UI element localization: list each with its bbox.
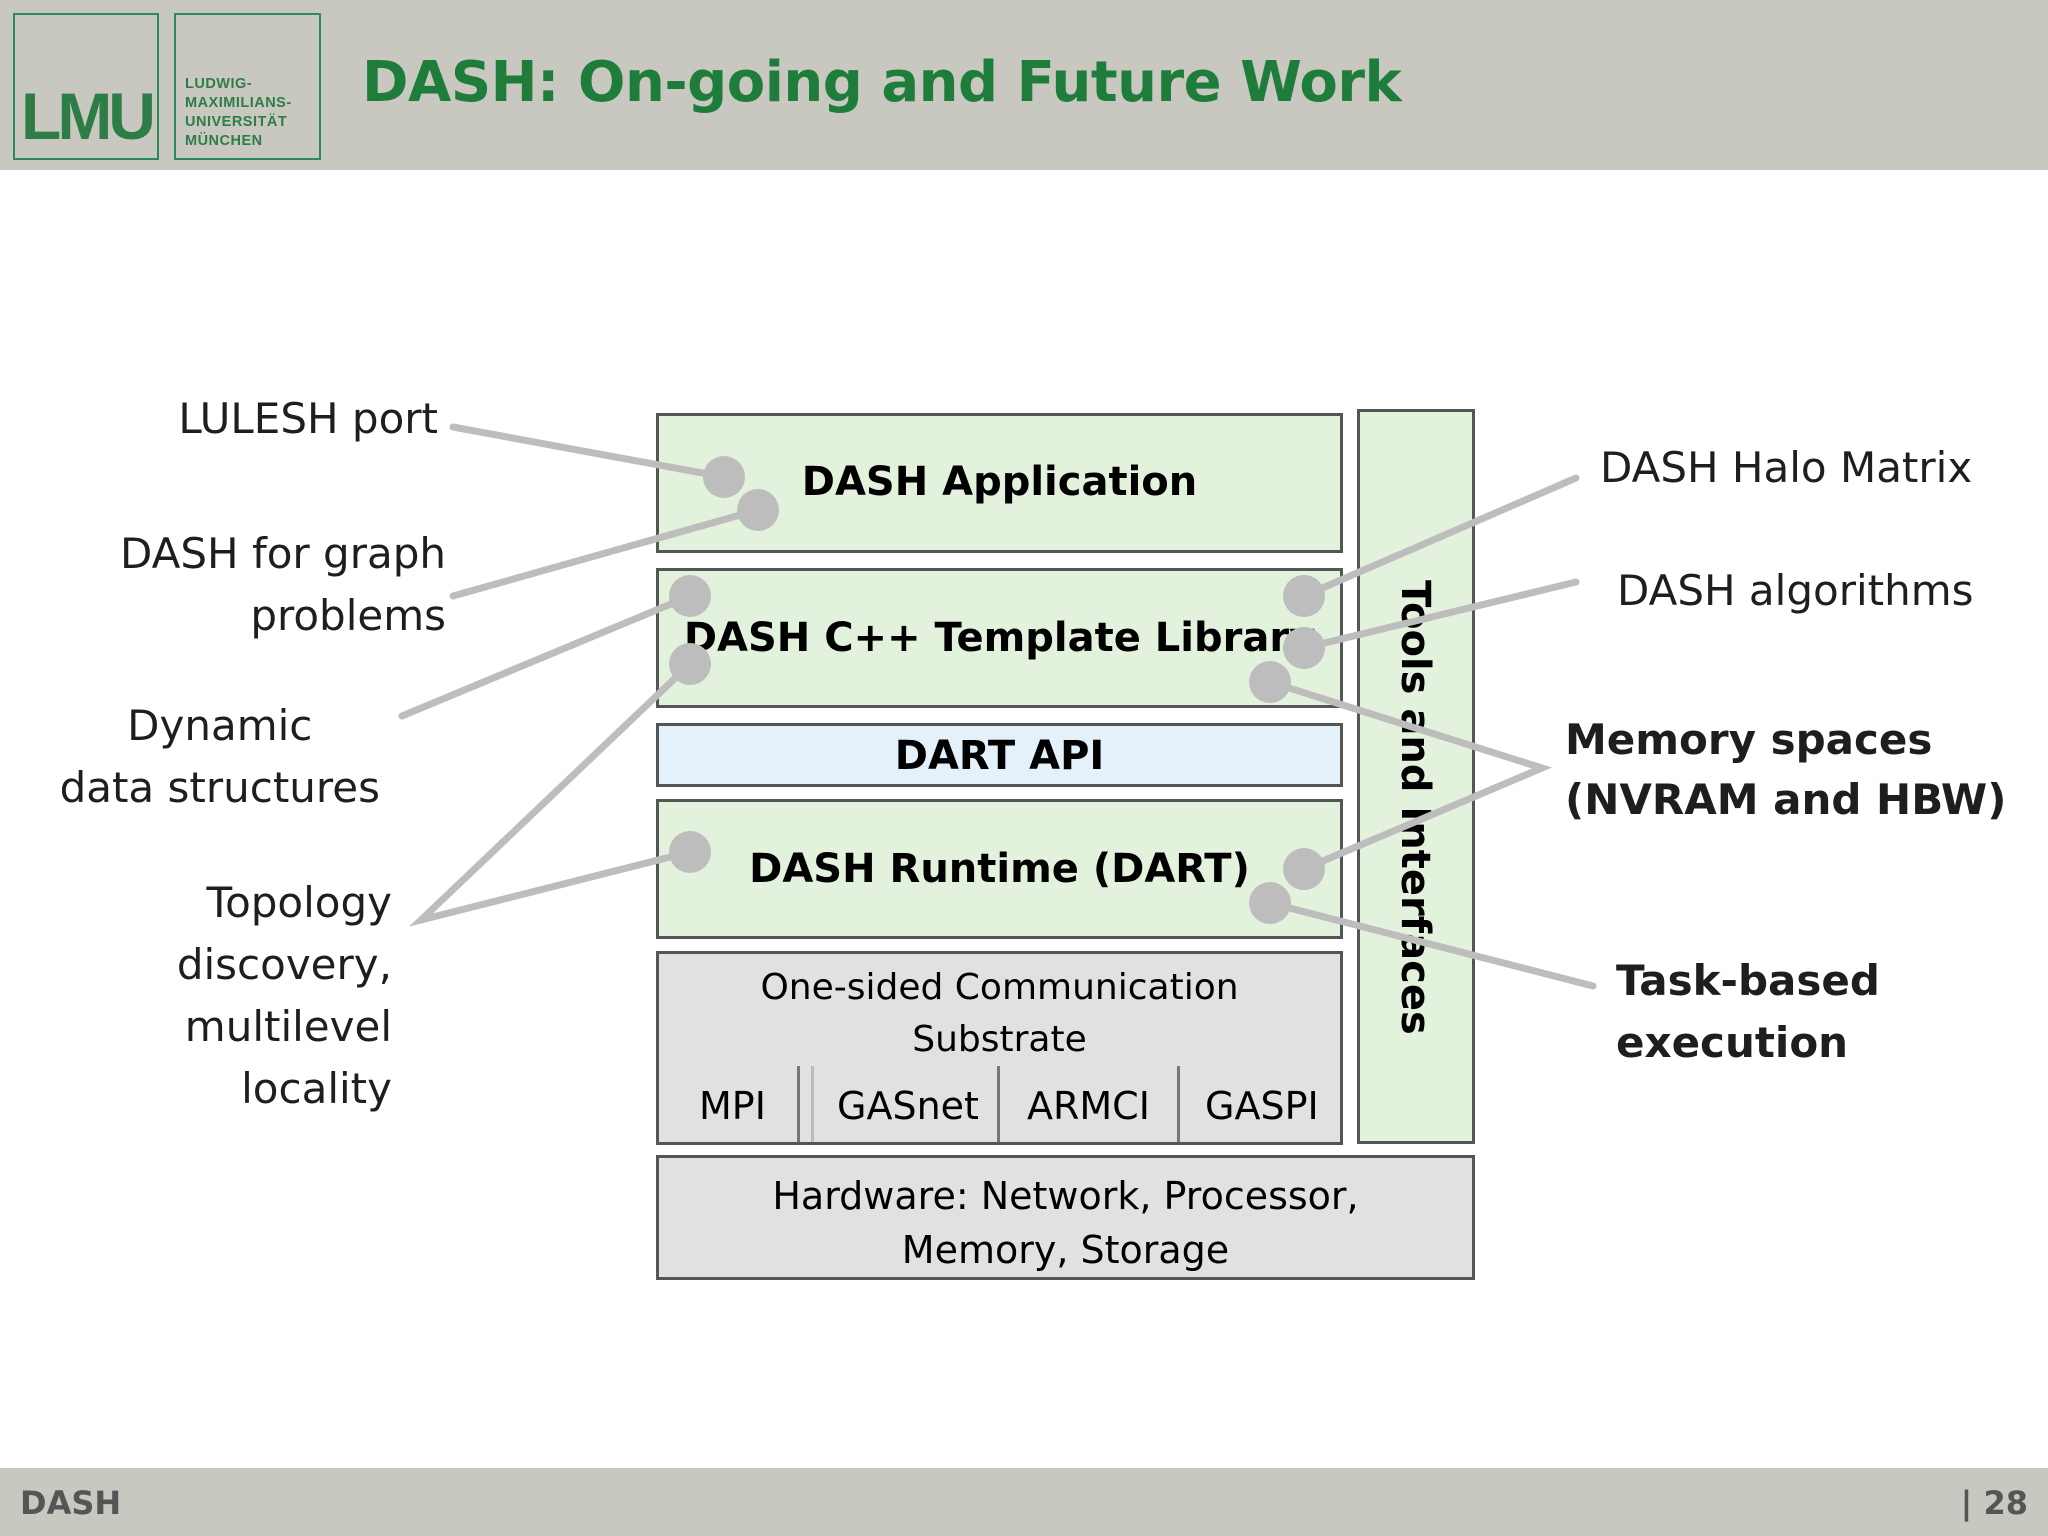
label-line: discovery,: [176, 940, 392, 989]
university-wordmark: LUDWIG- MAXIMILIANS- UNIVERSITÄT MÜNCHEN: [174, 13, 321, 160]
layer-label: DART API: [894, 733, 1105, 779]
hardware-label: Hardware: Network, Processor, Memory, St…: [659, 1169, 1472, 1277]
dot-memory-runtime: [1283, 848, 1325, 890]
dot-algorithms: [1283, 627, 1325, 669]
label-line: DASH algorithms: [1617, 566, 1974, 615]
label-line: (NVRAM and HBW): [1565, 775, 2007, 824]
label-line: LULESH port: [178, 394, 438, 443]
layer-communication-substrate: One-sided Communication Substrate MPI GA…: [656, 951, 1343, 1145]
wordmark-line: UNIVERSITÄT: [185, 114, 288, 130]
substrate-divider: [1177, 1066, 1180, 1142]
layer-label: DASH Runtime (DART): [749, 846, 1250, 892]
label-line: problems: [250, 591, 446, 640]
label-line: Task-based: [1616, 956, 1880, 1005]
substrate-title-line: Substrate: [912, 1019, 1087, 1060]
label-algorithms: DASH algorithms: [1617, 560, 1974, 622]
slide-title: DASH: On-going and Future Work: [362, 50, 1402, 115]
connector-dynamic: [398, 592, 694, 720]
header-bar: LMU LUDWIG- MAXIMILIANS- UNIVERSITÄT MÜN…: [0, 0, 2048, 170]
substrate-gaspi: GASPI: [1205, 1084, 1319, 1128]
dot-memory-library: [1249, 661, 1291, 703]
dot-topology-library: [669, 643, 711, 685]
label-line: locality: [241, 1064, 392, 1113]
layer-label: DASH Application: [801, 459, 1198, 505]
wordmark-line: LUDWIG-: [185, 76, 253, 92]
layer-hardware: Hardware: Network, Processor, Memory, St…: [656, 1155, 1475, 1280]
substrate-title: One-sided Communication Substrate: [659, 962, 1340, 1066]
wordmark-line: MÜNCHEN: [185, 133, 263, 149]
label-line: multilevel: [184, 1002, 392, 1051]
connector-lulesh: [449, 423, 728, 481]
layer-dash-application: DASH Application: [656, 413, 1343, 553]
wordmark-line: MAXIMILIANS-: [185, 95, 292, 111]
label-line: data structures: [59, 763, 380, 812]
substrate-divider: [997, 1066, 1000, 1142]
page-number: | 28: [1960, 1484, 2028, 1522]
label-task-execution: Task-based execution: [1616, 950, 1880, 1074]
connector-algorithms: [1300, 578, 1580, 652]
substrate-title-line: One-sided Communication: [760, 967, 1239, 1008]
label-line: DASH for graph: [120, 529, 446, 578]
connector-tasks: [1266, 899, 1597, 990]
dot-halo: [1283, 575, 1325, 617]
label-line: Topology: [206, 878, 392, 927]
substrate-gasnet: GASnet: [837, 1084, 979, 1128]
connector-memory: [1266, 678, 1553, 873]
label-halo-matrix: DASH Halo Matrix: [1600, 437, 1972, 499]
hardware-label-line: Memory, Storage: [901, 1228, 1230, 1272]
label-line: Memory spaces: [1565, 715, 1933, 764]
dot-dynamic: [669, 575, 711, 617]
footer-bar: DASH | 28: [0, 1468, 2048, 1536]
connector-graph: [449, 506, 762, 600]
label-line: DASH Halo Matrix: [1600, 443, 1973, 492]
layer-dart-api: DART API: [656, 723, 1343, 787]
label-line: Dynamic: [127, 701, 313, 750]
label-topology: Topology discovery, multilevel locality: [177, 872, 392, 1120]
substrate-divider: [797, 1066, 800, 1142]
footer-title: DASH: [20, 1484, 122, 1522]
dot-topology-runtime: [669, 831, 711, 873]
lmu-logo: LMU: [13, 13, 159, 160]
substrate-divider: [811, 1066, 814, 1142]
dot-lulesh: [703, 456, 745, 498]
dot-tasks: [1249, 882, 1291, 924]
connector-halo: [1300, 474, 1580, 600]
layer-template-library: DASH C++ Template Library: [656, 568, 1343, 708]
label-graph-problems: DASH for graph problems: [120, 523, 446, 647]
layer-label: DASH C++ Template Library: [683, 615, 1316, 661]
lmu-logo-text: LMU: [21, 79, 156, 153]
substrate-armci: ARMCI: [1027, 1084, 1150, 1128]
layer-dash-runtime: DASH Runtime (DART): [656, 799, 1343, 939]
dot-graph: [737, 489, 779, 531]
label-dynamic-structures: Dynamic data structures: [60, 695, 380, 819]
label-line: execution: [1616, 1018, 1849, 1067]
label-lulesh-port: LULESH port: [178, 388, 438, 450]
connector-topology: [408, 660, 694, 927]
hardware-label-line: Hardware: Network, Processor,: [772, 1174, 1359, 1218]
substrate-mpi: MPI: [699, 1084, 766, 1128]
label-memory-spaces: Memory spaces (NVRAM and HBW): [1565, 710, 2006, 830]
